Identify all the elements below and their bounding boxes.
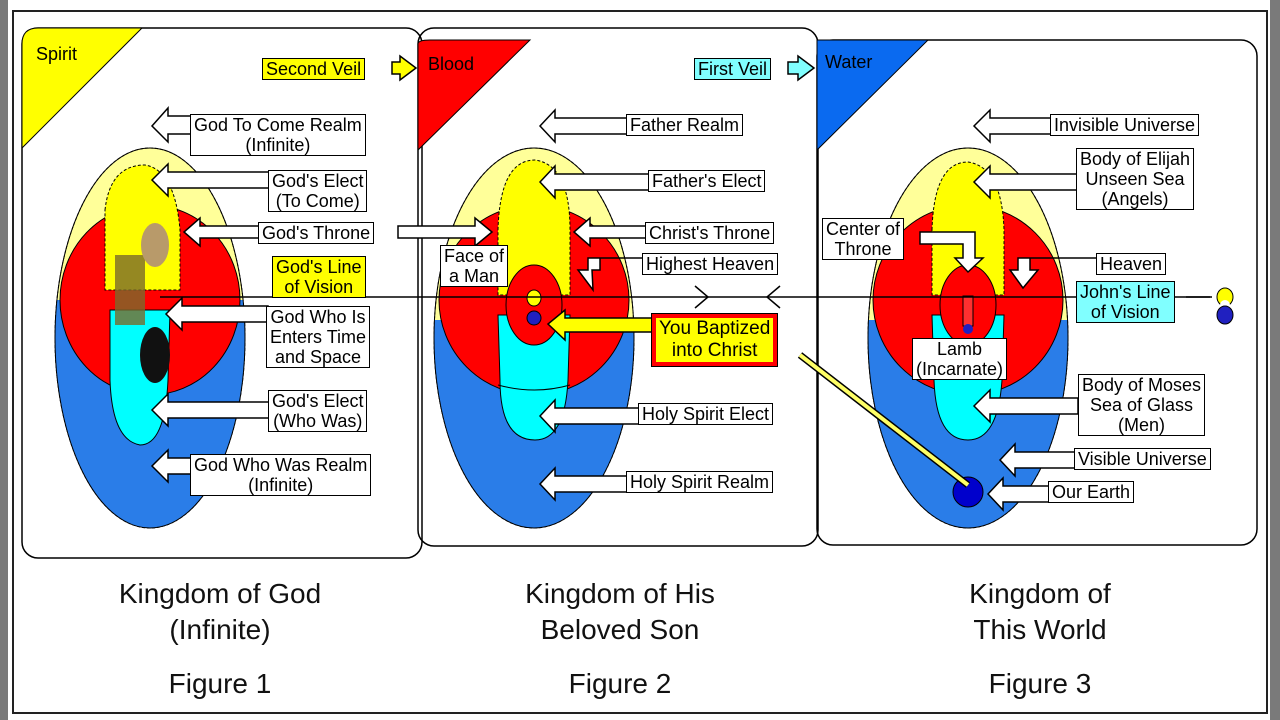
label-gods-elect-who-was: God's Elect (Who Was)	[268, 390, 368, 432]
label-highest-heaven: Highest Heaven	[642, 253, 779, 275]
label-gods-elect-to-come: God's Elect (To Come)	[268, 170, 368, 212]
label-father-realm: Father Realm	[626, 114, 744, 136]
vision-arrow-right	[694, 285, 710, 309]
label-god-who-was-realm: God Who Was Realm (Infinite)	[190, 454, 372, 496]
pointer-arrows	[150, 106, 1098, 512]
caption-figure-2: Kingdom of His Beloved Son	[525, 578, 715, 645]
label-face-of-a-man: Face of a Man	[440, 245, 509, 287]
label-holy-spirit-realm: Holy Spirit Realm	[626, 471, 774, 493]
vision-arrow-left	[765, 285, 781, 309]
label-visible-universe: Visible Universe	[1074, 448, 1211, 470]
water-corner	[816, 39, 930, 152]
earth-dot	[952, 476, 984, 508]
baptism-arrow	[546, 308, 661, 342]
label-gods-line-of-vision: God's Line of Vision	[272, 256, 366, 298]
label-gods-throne: God's Throne	[258, 222, 375, 244]
blood-corner	[417, 39, 532, 152]
panel-figure-3	[816, 39, 1258, 546]
label-christs-throne: Christ's Throne	[645, 222, 775, 244]
label-heaven: Heaven	[1096, 253, 1167, 275]
figure-2-label: Figure 2	[568, 668, 672, 699]
spirit-corner	[21, 27, 144, 150]
first-veil-arrow	[787, 54, 816, 82]
diagram-frame	[12, 10, 1268, 714]
caption-figure-3: Kingdom of This World	[969, 578, 1111, 645]
label-our-earth: Our Earth	[1048, 481, 1135, 503]
water-label: Water	[825, 52, 873, 72]
figure-2-shapes	[433, 147, 635, 529]
label-holy-spirit-elect: Holy Spirit Elect	[638, 403, 774, 425]
panel-figure-1	[21, 27, 423, 559]
figure-3-label: Figure 3	[988, 668, 1092, 699]
label-god-to-come-realm: God To Come Realm (Infinite)	[190, 114, 366, 156]
blood-label: Blood	[428, 54, 475, 74]
second-veil-label: Second Veil	[262, 58, 366, 80]
label-fathers-elect: Father's Elect	[648, 170, 766, 192]
label-body-of-moses: Body of Moses Sea of Glass (Men)	[1078, 374, 1206, 436]
spirit-label: Spirit	[36, 44, 78, 64]
caption-figure-1: Kingdom of God (Infinite)	[118, 578, 322, 645]
label-you-baptized: You Baptized into Christ	[650, 313, 779, 367]
label-johns-line-of-vision: John's Line of Vision	[1076, 281, 1175, 323]
panel-figure-2	[417, 27, 819, 547]
label-god-who-is: God Who Is Enters Time and Space	[266, 306, 371, 368]
label-center-of-throne: Center of Throne	[822, 218, 905, 260]
label-invisible-universe: Invisible Universe	[1050, 114, 1200, 136]
second-veil-arrow	[391, 54, 418, 82]
label-body-of-elijah: Body of Elijah Unseen Sea (Angels)	[1076, 148, 1195, 210]
label-lamb-incarnate: Lamb (Incarnate)	[912, 338, 1008, 380]
first-veil-label: First Veil	[694, 58, 772, 80]
figure-1-label: Figure 1	[168, 668, 272, 699]
viewer-icon	[1216, 287, 1234, 325]
